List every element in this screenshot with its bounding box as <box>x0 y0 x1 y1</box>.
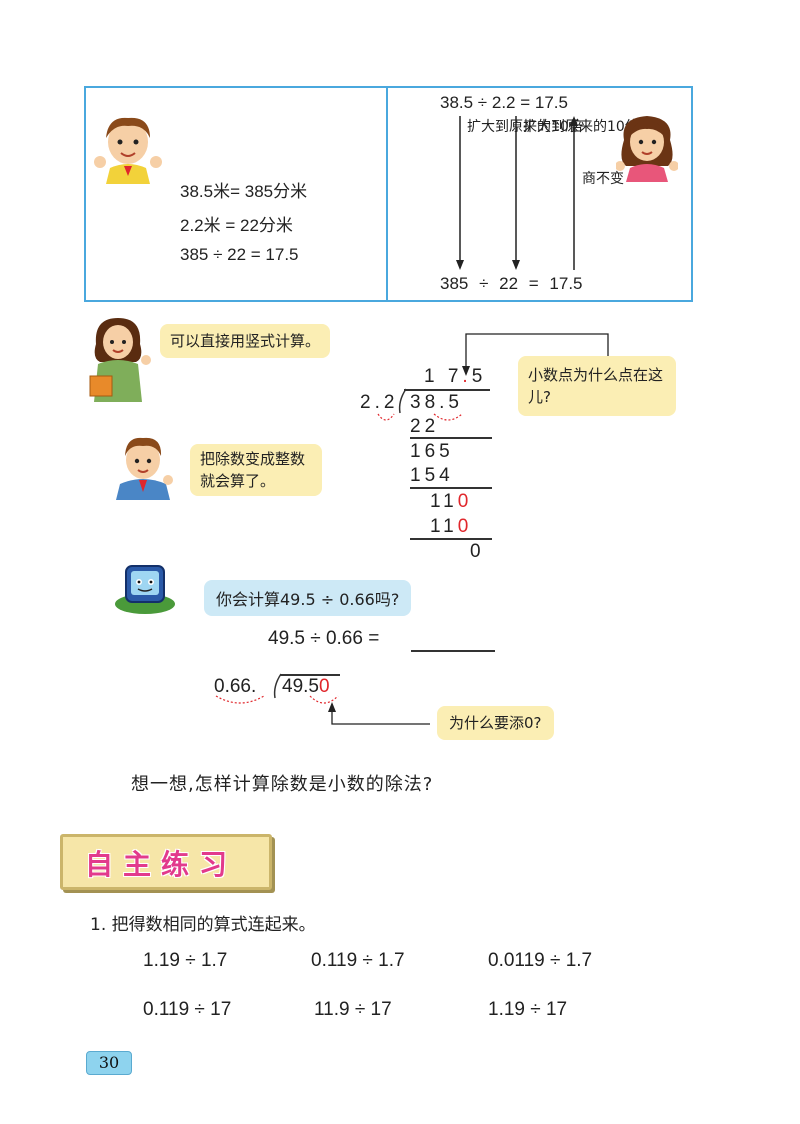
step-row-154: 154 <box>410 465 454 486</box>
step-row-110: 110 <box>430 491 472 513</box>
expr-r2-c3[interactable]: 1.19 ÷ 17 <box>488 999 568 1020</box>
step-row-110b-digits: 11 <box>430 516 458 537</box>
remainder: 0 <box>470 541 485 562</box>
robot-avatar <box>115 565 175 614</box>
right-top-equation: 38.5 ÷ 2.2 = 17.5 <box>440 93 568 112</box>
teacher-speech-bubble: 可以直接用竖式计算。 <box>160 324 331 358</box>
practice-title: 自主练习 <box>85 848 238 881</box>
transform-arrows <box>456 116 578 270</box>
expr-r2-c2[interactable]: 11.9 ÷ 17 <box>314 999 392 1020</box>
step-line-3 <box>410 538 492 540</box>
step-row-110-digits: 11 <box>430 491 458 512</box>
left-eq-1: 38.5米= 385分米 <box>180 182 308 201</box>
expr-r2-c1[interactable]: 0.119 ÷ 17 <box>143 999 232 1020</box>
right-bottom-equation: 385 ÷ 22 = 17.5 <box>440 274 583 293</box>
question-dividend-digits: 49.5 <box>282 676 319 697</box>
left-eq-3: 385 ÷ 22 = 17.5 <box>180 245 299 264</box>
step-line-2 <box>410 487 492 489</box>
add-zero-bubble: 为什么要添0? <box>437 706 554 740</box>
page-number: 30 <box>86 1051 132 1075</box>
teacher-avatar <box>89 318 151 402</box>
quotient-digits: 1 7.5 <box>424 366 486 388</box>
step-row-110-zero: 0 <box>457 491 473 512</box>
example-box <box>84 86 693 302</box>
question-equation: 49.5 ÷ 0.66 = <box>268 628 380 649</box>
example-box-divider <box>386 86 388 300</box>
step-line-1 <box>410 437 492 439</box>
decimal-shift-arcs <box>377 413 463 421</box>
dividend: 38.5 <box>410 392 463 413</box>
decimal-point-bubble: 小数点为什么点在这儿? <box>518 356 676 416</box>
robot-speech-bubble: 你会计算49.5 ÷ 0.66吗? <box>204 580 412 616</box>
divisor: 2.2 <box>360 392 399 413</box>
question-division-bar <box>280 674 340 676</box>
expr-r1-c1[interactable]: 1.19 ÷ 1.7 <box>143 950 228 971</box>
think-prompt: 想一想,怎样计算除数是小数的除法? <box>131 774 434 795</box>
quotient-5: 5 <box>471 366 487 387</box>
question-added-zero: 0 <box>318 676 330 697</box>
division-bar <box>404 389 490 391</box>
step-row-110b-zero: 0 <box>457 516 473 537</box>
left-eq-2: 2.2米 = 22分米 <box>180 216 293 235</box>
question-divisor: 0.66. <box>214 676 257 697</box>
add-zero-pointer <box>328 702 430 725</box>
step-row-22: 22 <box>410 416 440 437</box>
expr-r1-c2[interactable]: 0.119 ÷ 1.7 <box>311 950 405 971</box>
step-row-110b: 110 <box>430 516 472 538</box>
quotient-point: . <box>462 366 472 387</box>
expr-r1-c3[interactable]: 0.0119 ÷ 1.7 <box>488 950 593 971</box>
question-shift-arcs <box>215 695 339 704</box>
arrow2-label: 扩大到原来的10倍 <box>523 119 639 135</box>
practice-instruction: 1. 把得数相同的算式连起来。 <box>90 915 316 935</box>
answer-blank[interactable] <box>411 650 495 652</box>
question-division-bracket <box>273 673 282 699</box>
arrow1-label: 扩大到原来的10倍 <box>467 119 583 135</box>
step-row-165: 165 <box>410 441 454 462</box>
quotient-1-7: 1 7 <box>424 366 463 387</box>
boy2-avatar <box>116 437 173 500</box>
girl-avatar <box>616 116 678 182</box>
division-bracket <box>398 388 407 414</box>
practice-title-banner: 自主练习 <box>60 834 272 890</box>
question-dividend: 49.50 <box>282 676 330 698</box>
boy-speech-bubble: 把除数变成整数就会算了。 <box>190 444 322 496</box>
arrow3-label: 商不变 <box>582 171 624 187</box>
boy-avatar <box>94 117 162 184</box>
decimal-pointer-line <box>462 333 609 376</box>
